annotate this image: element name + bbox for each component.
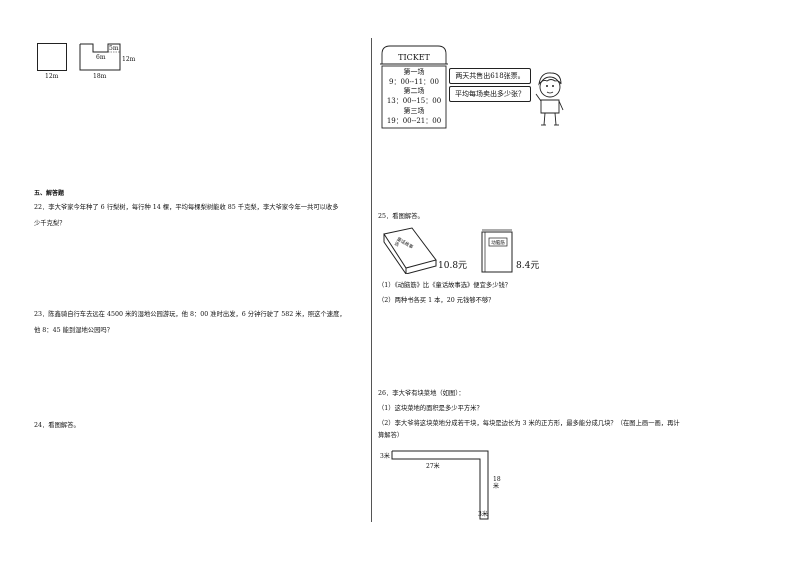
field-label-3m-bottom: 3米 xyxy=(478,511,488,518)
field-label-3m-left: 3米 xyxy=(380,453,390,460)
column-divider xyxy=(371,38,372,522)
speech-bubble-1: 两天共售出618张票。 xyxy=(449,68,531,84)
ticket-row: 19：00--21：00 xyxy=(386,116,442,125)
ticket-schedule: 第一场 9：00--11：00 第二场 13：00--15：00 第三场 19：… xyxy=(382,68,446,126)
notch-label-5m: 5m xyxy=(109,45,119,52)
l-shaped-field-figure xyxy=(391,450,489,520)
book-brain-title: 动脑筋 xyxy=(491,241,505,246)
book-brain-price: 8.4元 xyxy=(516,261,540,271)
speech-bubble-2-text: 平均每场卖出多少张？ xyxy=(455,90,525,98)
question-26-sub2-line1: （2）李大爷将这块菜地分成若干块，每块是边长为 3 米的正方形，最多能分成几块？… xyxy=(378,420,680,427)
question-23-line1: 23．陈鑫骑自行车去远在 4500 米的湿地公园游玩，他 8：00 准时出发，6… xyxy=(34,311,346,318)
notched-shape-figure xyxy=(79,43,121,71)
question-25-sub1: （1）《动脑筋》比《童话故事选》便宜多少钱？ xyxy=(378,282,512,289)
question-24: 24．看图解答。 xyxy=(34,422,80,429)
ticket-row: 第三场 xyxy=(403,106,425,115)
book-story-price: 10.8元 xyxy=(438,261,468,271)
shape-right-label-12m: 12m xyxy=(122,56,136,63)
question-26-sub1: （1）这块菜地的面积是多少平方米？ xyxy=(378,405,483,412)
question-26-sub2: （2）李大爷将这块菜地分成若干块，每块是边长为 3 米的正方形，最多能分成几块？… xyxy=(378,419,680,440)
book-story-icon xyxy=(383,227,437,274)
book-brain-icon xyxy=(481,229,513,273)
field-label-18m: 18米 xyxy=(493,476,501,490)
ticket-row: 13：00--15：00 xyxy=(386,97,442,106)
question-22-line2: 少千克梨？ xyxy=(34,220,66,227)
shape-bottom-label-18m: 18m xyxy=(93,73,107,80)
question-23: 23．陈鑫骑自行车去远在 4500 米的湿地公园游玩，他 8：00 准时出发，6… xyxy=(34,310,346,335)
notch-label-6m: 6m xyxy=(96,54,106,61)
section-title: 五、解答题 xyxy=(34,190,65,197)
question-22-line1: 22．李大爷家今年种了 6 行梨树，每行种 14 棵，平均每棵梨树能收 85 千… xyxy=(34,204,339,211)
boy-icon xyxy=(535,72,564,126)
speech-bubble-2: 平均每场卖出多少张？ xyxy=(449,86,531,102)
question-25-sub2: （2）两种书各买 1 本，20 元钱够不够？ xyxy=(378,297,495,304)
question-25-title: 25．看图解答。 xyxy=(378,213,424,220)
field-label-27m: 27米 xyxy=(426,463,440,470)
question-26-sub2-line2: 算解答） xyxy=(378,432,404,439)
speech-bubble-1-text: 两天共售出618张票。 xyxy=(455,72,525,80)
square-figure xyxy=(37,43,67,71)
question-23-line2: 他 8：45 能到湿地公园吗？ xyxy=(34,327,113,334)
ticket-row: 9：00--11：00 xyxy=(389,77,439,86)
question-22: 22．李大爷家今年种了 6 行梨树，每行种 14 棵，平均每棵梨树能收 85 千… xyxy=(34,203,339,228)
ticket-title: TICKET xyxy=(398,53,430,62)
ticket-row: 第二场 xyxy=(403,87,425,96)
question-26-title: 26．李大爷有块菜地（如图）： xyxy=(378,390,465,397)
square-bottom-label: 12m xyxy=(45,73,59,80)
ticket-row: 第一场 xyxy=(403,68,425,76)
ticket-figure xyxy=(380,45,448,129)
